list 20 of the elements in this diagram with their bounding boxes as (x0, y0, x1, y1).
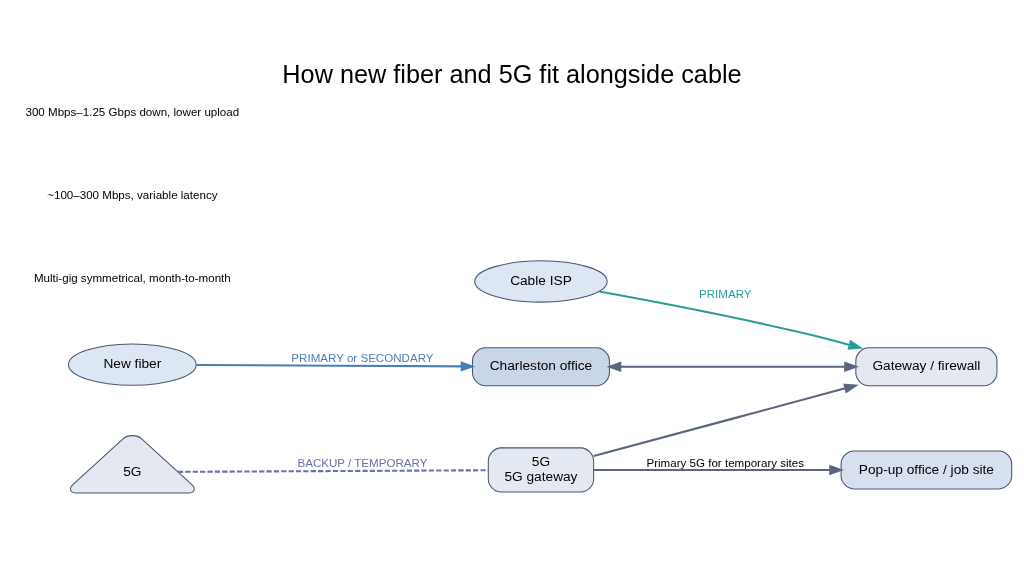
diagram-title: How new fiber and 5G fit alongside cable (282, 59, 742, 88)
arrow (593, 464, 844, 476)
edge-label: Primary 5G for temporary sites (646, 456, 805, 469)
node-ellipse: Cable ISP (474, 260, 608, 303)
connector (178, 469, 489, 473)
label: ~100–300 Mbps, variable latency (47, 189, 218, 202)
node-box: Gateway / firewall (855, 347, 998, 387)
arrow (593, 383, 859, 458)
node-box: Charleston office (472, 347, 610, 387)
edge-label: PRIMARY or SECONDARY (291, 352, 434, 365)
edge-label: PRIMARY (698, 288, 752, 301)
arrow (606, 361, 859, 372)
label: Multi-gig symmetrical, month-to-month (33, 272, 231, 285)
arrow (196, 361, 476, 372)
node-box: Pop-up office / job site (840, 450, 1013, 490)
label: 300 Mbps–1.25 Gbps down, lower upload (25, 105, 240, 118)
node-ellipse: New fiber (68, 343, 197, 386)
node-box: 5G 5G gateway (487, 447, 595, 493)
arrow (599, 290, 864, 350)
edge-label: BACKUP / TEMPORARY (297, 456, 428, 469)
